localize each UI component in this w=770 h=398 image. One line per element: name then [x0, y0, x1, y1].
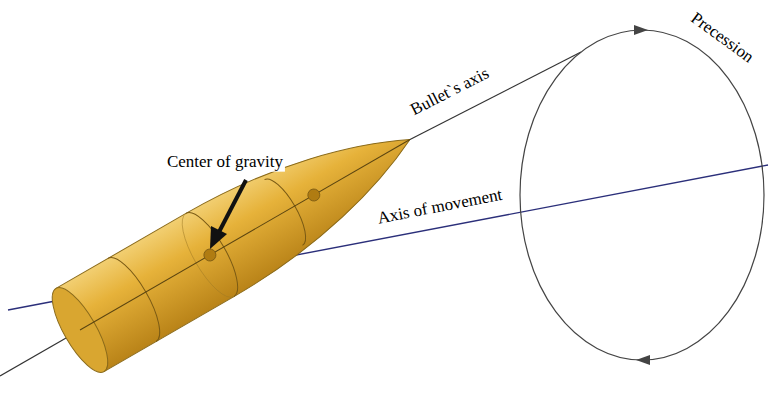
- precession-arrowhead: [634, 25, 648, 35]
- precession-ellipse: [520, 30, 764, 360]
- pointer-arrowhead: [210, 226, 227, 249]
- precession-arrowhead: [636, 355, 650, 365]
- label-text: Precession: [685, 8, 758, 68]
- label-text: Center of gravity: [165, 153, 285, 172]
- pointer-arrow: [219, 180, 246, 232]
- label-text: Axis of movement: [374, 185, 506, 228]
- label-text: Bullet`s axis: [406, 63, 494, 120]
- bullet: [42, 98, 434, 380]
